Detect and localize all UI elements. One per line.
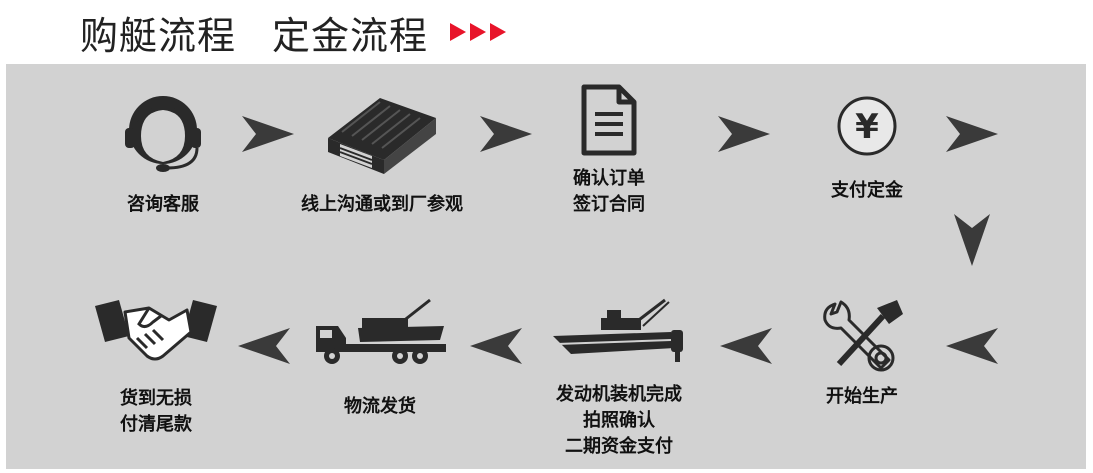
header: 购艇流程 定金流程 [80, 4, 510, 60]
title-main: 购艇流程 [80, 13, 237, 58]
headset-icon [125, 96, 201, 172]
tools-icon [823, 300, 903, 372]
yen-icon: ¥ [837, 96, 897, 156]
arrow-left-icon [720, 328, 772, 364]
arrow-down-icon [954, 214, 990, 266]
step-final-payment: 货到无损 付清尾款 [86, 298, 226, 438]
step-label: 物流发货 [344, 396, 416, 417]
triangle-icon [470, 23, 487, 41]
arrow-left-icon [238, 328, 290, 364]
process-panel: 咨询客服 线上沟通或到厂参观 确认订单 签订合同 ¥ [6, 64, 1086, 469]
step-label: 货到无损 [120, 388, 192, 409]
step-label: 二期资金支付 [565, 436, 673, 457]
step-label: 支付定金 [831, 180, 903, 201]
step-label: 付清尾款 [120, 414, 192, 435]
step-label: 开始生产 [826, 386, 898, 407]
arrow-left-icon [470, 328, 522, 364]
step-label: 发动机装机完成 [556, 384, 682, 405]
step-label: 签订合同 [573, 194, 645, 215]
step-production: 开始生产 [802, 294, 922, 410]
step-shipping: 物流发货 [310, 296, 450, 420]
arrow-left-icon [946, 328, 998, 364]
handshake-icon [95, 300, 217, 361]
triangle-icon [490, 23, 507, 41]
step-confirm-order: 确认订单 签订合同 [554, 84, 664, 218]
title-sub: 定金流程 [272, 13, 429, 58]
triangle-icon [450, 23, 467, 41]
truck-icon [316, 298, 446, 364]
triangle-arrows-icon [450, 23, 510, 41]
document-icon [581, 84, 637, 156]
arrow-right-icon [480, 116, 532, 152]
step-visit: 线上沟通或到厂参观 [282, 92, 482, 218]
arrow-right-icon [718, 116, 770, 152]
step-pay-deposit: ¥ 支付定金 [812, 94, 922, 204]
step-label: 咨询客服 [127, 194, 199, 215]
step-label: 拍照确认 [583, 410, 655, 431]
factory-icon [328, 98, 436, 174]
step-label: 线上沟通或到厂参观 [301, 194, 463, 215]
arrow-right-icon [946, 116, 998, 152]
step-consult: 咨询客服 [98, 92, 228, 218]
step-engine-installed: 发动机装机完成 拍照确认 二期资金支付 [536, 296, 702, 460]
boat-icon [553, 298, 683, 362]
svg-text:¥: ¥ [855, 107, 879, 147]
step-label: 确认订单 [573, 168, 645, 189]
arrow-right-icon [242, 116, 294, 152]
